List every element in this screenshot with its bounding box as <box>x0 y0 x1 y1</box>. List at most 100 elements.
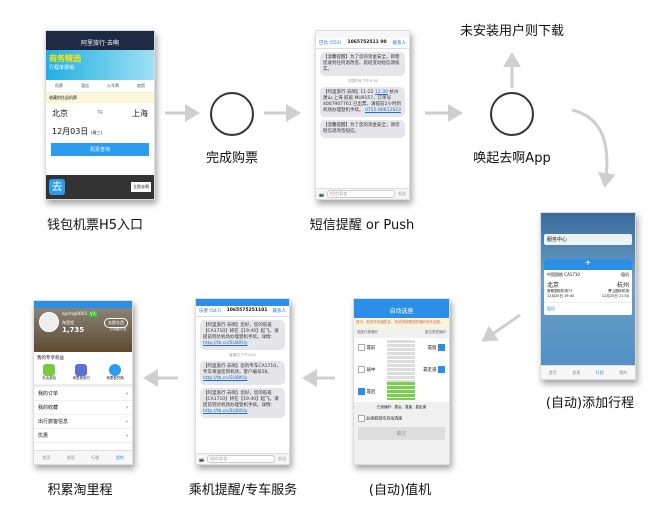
tab-home[interactable]: 首页 <box>548 369 557 375</box>
nav-title: 自动选座 <box>354 306 449 318</box>
sender-number: 1065752511 00 <box>347 40 387 45</box>
status-bar <box>196 299 289 306</box>
promo-banner[interactable]: 商务精选 行程单报销 <box>46 50 154 80</box>
menu-coupons[interactable]: 优惠› <box>34 429 132 443</box>
tab-trips[interactable]: 行程 <box>91 454 100 460</box>
back-contact[interactable]: 巴比 (551) <box>319 41 342 46</box>
status-bar <box>541 213 635 220</box>
to-city[interactable]: 上海 <box>132 109 148 118</box>
sms-link[interactable]: http://tb.cn/SU8lfUy <box>203 409 248 414</box>
back-contact[interactable]: 乐者 (547) <box>199 309 222 314</box>
sms-text: 杭州萧山-上海 <box>323 90 399 101</box>
sender-number: 1065575251101 <box>226 308 268 313</box>
profile-header: spring0001 V1 淘里程 1,735 去换东西 已领取小礼 <box>34 308 132 352</box>
from-city[interactable]: 北京 <box>52 109 68 118</box>
contact-button[interactable]: 联系人 <box>272 309 287 314</box>
tab-mine[interactable]: 我的 <box>619 369 628 375</box>
sms-link[interactable]: http://tb.cn/SU8lfUy <box>203 376 248 381</box>
pref-front[interactable]: 靠前 <box>358 344 375 351</box>
tab-trips[interactable]: 行程 <box>595 369 604 375</box>
pref-summary: 已选偏好：靠后，靠窗，靠走道 <box>377 405 426 409</box>
tab-train[interactable]: 火车票 <box>107 83 119 88</box>
sms-bubble: 【温馨提醒】为了您的资金安全，请勿轻信退改签短信。 <box>320 120 405 138</box>
sms-time: 中国时间 下午6:38 <box>347 79 378 83</box>
trip-status: 值机 <box>621 272 629 277</box>
benefit-item[interactable]: 去出游包 <box>42 364 56 381</box>
level-badge: V1 <box>88 312 97 317</box>
tab-discover[interactable]: 发现 <box>66 454 75 460</box>
nav-title: 阿里旅行·去啊 <box>46 38 154 50</box>
phone-miles: spring0001 V1 淘里程 1,735 去换东西 已领取小礼 我的专享权… <box>33 300 133 465</box>
auto-seat-checkbox[interactable]: 后续航班均自动选座 <box>354 413 449 424</box>
phone-wallet-h5: 阿里旅行·去啊 商务精选 行程单报销 机票 酒店 火车票 度假 收藏的往返机票 … <box>45 30 155 200</box>
menu-orders[interactable]: 我的订单› <box>34 387 132 401</box>
sms-input[interactable]: 短信/彩信 <box>206 455 275 463</box>
status-bar <box>316 31 409 38</box>
caption-sms-push: 短信提醒 or Push <box>309 218 415 233</box>
camera-icon[interactable]: 📷 <box>319 191 324 197</box>
contact-button[interactable]: 联系人 <box>392 41 406 46</box>
notice-bar: 提示：航班开放值机后，系统将按照您的偏好优先选座。 <box>354 318 449 327</box>
menu-passengers[interactable]: 出行旅客信息› <box>34 415 132 429</box>
pref-window[interactable]: 靠窗 <box>428 344 445 351</box>
caption-earn-miles: 积累淘里程 <box>47 483 113 498</box>
selected-seats <box>387 382 415 400</box>
search-button[interactable]: 机票查询 <box>51 143 149 156</box>
tab-home[interactable]: 首页 <box>42 454 51 460</box>
pref-back[interactable]: 靠后 <box>358 388 375 395</box>
menu-favorites[interactable]: 我的收藏› <box>34 401 132 415</box>
banner-title: 商务精选 <box>49 54 81 63</box>
status-bar <box>46 31 154 38</box>
notice-bar[interactable]: 收藏的往返机票 <box>46 93 154 103</box>
sms-bubble: 【阿里旅行·去啊】11-22 12:30 杭州萧山-上海 航班 MU9157，订… <box>320 87 405 117</box>
caption-wallet-entry: 钱包机票H5入口 <box>46 218 144 233</box>
purchase-step-circle <box>210 92 254 136</box>
benefit-item[interactable]: 淘里程兑换 <box>106 364 124 381</box>
caption-auto-add-trip: (自动)添加行程 <box>545 396 635 411</box>
claimed-link[interactable]: 已领取小礼 <box>109 327 128 331</box>
sms-bubble: 【阿里旅行·去啊】您的专车CA1710，专车将送您到机场，客户编号58。http… <box>200 361 285 385</box>
row-pref-header: 选座行程偏好 <box>357 330 378 334</box>
swap-icon[interactable]: ⇆ <box>97 108 103 116</box>
sms-time: 星期四 下午4:00 <box>229 353 256 357</box>
checkin-button[interactable]: 值机 <box>547 306 555 311</box>
service-center-button[interactable]: 服务中心 <box>544 234 632 245</box>
send-button[interactable]: 发送 <box>398 191 406 196</box>
tab-hotel[interactable]: 酒店 <box>81 83 89 88</box>
redeem-button[interactable]: 去换东西 <box>104 318 128 328</box>
tab-discover[interactable]: 发现 <box>572 369 581 375</box>
sms-bubble: 【阿里旅行·去啊】您好，您的航班【CA1710】将在【19:40】起飞，请提前到… <box>200 320 285 350</box>
trip-to: 杭州 <box>616 282 629 289</box>
banner-sub: 行程单报销 <box>49 65 75 71</box>
app-logo-icon: 去 <box>49 179 65 195</box>
tab-flight[interactable]: 机票 <box>55 83 63 88</box>
avatar[interactable] <box>39 312 59 332</box>
arrow-curve <box>571 108 616 188</box>
sms-text: 【阿里旅行·去啊】11-22 <box>323 90 375 95</box>
sms-input[interactable]: 短信/彩信 <box>326 190 395 198</box>
camera-icon[interactable]: 📷 <box>199 456 204 462</box>
benefit-item[interactable]: 淘里程旅行 <box>72 364 90 381</box>
send-button[interactable]: 发送 <box>278 456 286 461</box>
sms-link[interactable]: http://tb.cn/SU8lfUy <box>203 341 248 346</box>
confirm-button[interactable]: 确定 <box>358 427 445 440</box>
date-value: 12月03日 <box>52 127 89 136</box>
trip-from: 北京 <box>547 282 560 289</box>
sms-phone-link[interactable]: 0755-86612923 <box>364 108 401 113</box>
sms-text: 【阿里旅行·去啊】您好，您的航班【CA1710】将在【19:40】起飞，请提前到… <box>203 391 279 408</box>
open-app-button[interactable]: 立即去啊 <box>131 182 151 192</box>
pref-aisle[interactable]: 靠走道 <box>423 366 445 373</box>
caption-purchase-done: 完成购票 <box>205 151 259 166</box>
pref-middle[interactable]: 居中 <box>358 366 375 373</box>
sms-text: 【阿里旅行·去啊】您好，您的航班【CA1710】将在【19:40】起飞，请提前到… <box>203 323 279 340</box>
miles-label: 淘里程 <box>62 320 74 325</box>
tab-vacation[interactable]: 度假 <box>137 83 145 88</box>
status-bar <box>34 301 132 308</box>
tab-mine[interactable]: 我的 <box>115 454 124 460</box>
date-field[interactable]: 12月03日 (周三) <box>46 124 154 139</box>
sms-link[interactable]: 12:30 <box>374 90 388 95</box>
caption-launch-app: 唤起去啊App <box>473 151 551 166</box>
